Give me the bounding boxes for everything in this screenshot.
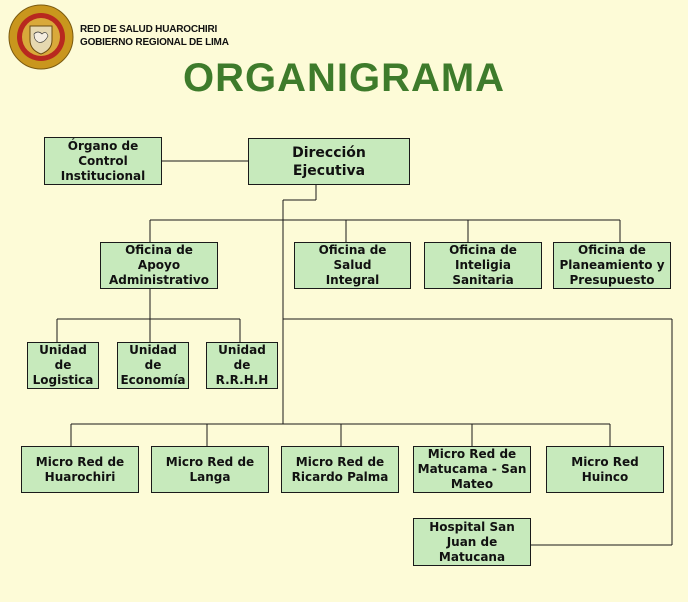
- node-oficina-inteligencia: Oficina de Inteligia Sanitaria: [424, 242, 542, 289]
- node-organo-control-label: Órgano de Control Institucional: [60, 138, 146, 183]
- node-unidad-economia-label: Unidad de Economía: [120, 343, 186, 387]
- node-oficina-salud-integral-label: Oficina de Salud Integral: [318, 243, 387, 287]
- node-micro-red-ricardo-palma-label: Micro Red de Ricardo Palma: [291, 454, 389, 484]
- node-oficina-apoyo-label: Oficina de Apoyo Administrativo: [109, 243, 209, 287]
- node-micro-red-matucana: Micro Red de Matucama - San Mateo: [413, 446, 531, 493]
- node-micro-red-ricardo-palma: Micro Red de Ricardo Palma: [281, 446, 399, 493]
- header-line-2: GOBIERNO REGIONAL DE LIMA: [80, 37, 229, 48]
- page-title: ORGANIGRAMA: [182, 56, 506, 100]
- node-organo-control: Órgano de Control Institucional: [44, 137, 162, 185]
- header-line-1: RED DE SALUD HUAROCHIRI: [80, 24, 218, 35]
- node-unidad-rrhh: Unidad de R.R.H.H: [206, 342, 278, 389]
- node-micro-red-huinco: Micro Red Huinco: [546, 446, 664, 493]
- node-micro-red-langa-label: Micro Red de Langa: [165, 454, 255, 484]
- node-oficina-planeamiento-label: Oficina de Planeamiento y Presupuesto: [559, 243, 665, 287]
- node-direccion-ejecutiva: Dirección Ejecutiva: [248, 138, 410, 185]
- node-hospital-matucana: Hospital San Juan de Matucana: [413, 518, 531, 566]
- node-hospital-matucana-label: Hospital San Juan de Matucana: [429, 519, 515, 564]
- node-micro-red-langa: Micro Red de Langa: [151, 446, 269, 493]
- node-oficina-planeamiento: Oficina de Planeamiento y Presupuesto: [553, 242, 671, 289]
- node-oficina-apoyo: Oficina de Apoyo Administrativo: [100, 242, 218, 289]
- node-micro-red-huinco-label: Micro Red Huinco: [571, 454, 639, 484]
- node-micro-red-matucana-label: Micro Red de Matucama - San Mateo: [417, 447, 527, 491]
- node-oficina-salud-integral: Oficina de Salud Integral: [294, 242, 411, 289]
- logo: [8, 4, 74, 70]
- node-unidad-economia: Unidad de Economía: [117, 342, 189, 389]
- node-oficina-inteligencia-label: Oficina de Inteligia Sanitaria: [449, 243, 517, 287]
- node-micro-red-huarochiri: Micro Red de Huarochiri: [21, 446, 139, 493]
- node-unidad-logistica: Unidad de Logistica: [27, 342, 99, 389]
- node-unidad-logistica-label: Unidad de Logistica: [32, 343, 94, 387]
- node-micro-red-huarochiri-label: Micro Red de Huarochiri: [35, 454, 125, 484]
- node-direccion-ejecutiva-label: Dirección Ejecutiva: [292, 144, 366, 179]
- node-unidad-rrhh-label: Unidad de R.R.H.H: [215, 343, 269, 387]
